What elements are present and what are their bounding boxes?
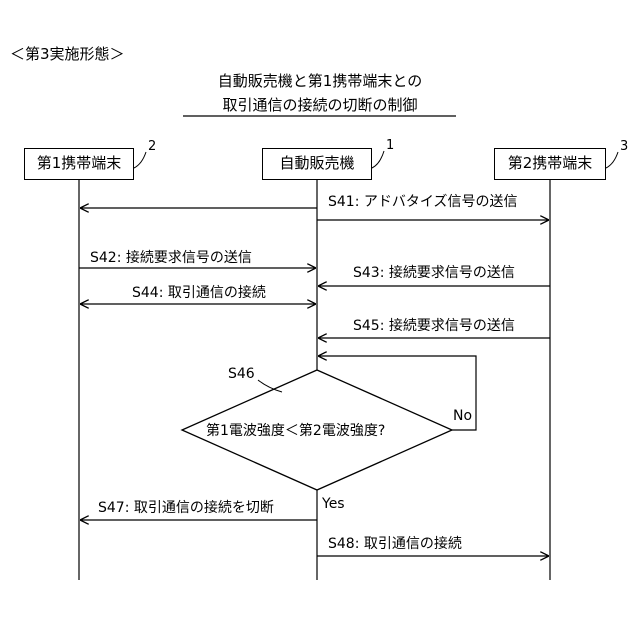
decision-yes-label: Yes: [322, 496, 345, 512]
message-label-s48: S48: 取引通信の接続: [328, 536, 462, 552]
ref-leader-1: [372, 151, 384, 168]
ref-number-terminal-1: 2: [148, 139, 156, 155]
actor-terminal-1: 第1携帯端末: [24, 148, 134, 180]
ref-leader-3: [606, 152, 618, 168]
message-label-s47: S47: 取引通信の接続を切断: [98, 500, 274, 516]
actor-terminal-2: 第2携帯端末: [494, 148, 606, 180]
decision-question: 第1電波強度＜第2電波強度?: [206, 423, 385, 439]
ref-number-terminal-2: 3: [620, 139, 628, 155]
message-label-s42: S42: 接続要求信号の送信: [90, 250, 252, 266]
decision-no-label: No: [453, 408, 472, 424]
ref-leader-2: [134, 152, 146, 168]
message-label-s44: S44: 取引通信の接続: [132, 285, 266, 301]
decision-step-label: S46: [228, 366, 255, 382]
message-label-s43: S43: 接続要求信号の送信: [353, 265, 515, 281]
ref-number-vending-machine: 1: [386, 138, 394, 154]
actor-vending-machine: 自動販売機: [262, 148, 372, 180]
message-label-s41: S41: アドバタイズ信号の送信: [328, 194, 517, 210]
message-label-s45: S45: 接続要求信号の送信: [353, 318, 515, 334]
